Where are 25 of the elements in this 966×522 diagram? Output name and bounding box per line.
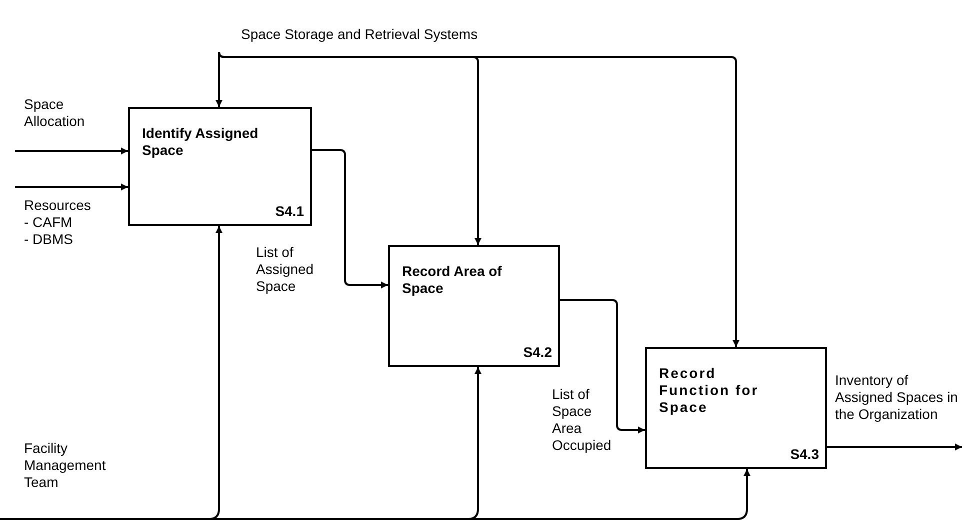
process-box (388, 245, 560, 367)
process-code: S4.2 (523, 344, 552, 361)
arrow (216, 52, 222, 107)
arrow (15, 148, 128, 154)
arrow-label: Facility Management Team (24, 440, 107, 491)
process-code: S4.3 (790, 446, 819, 463)
arrow-label: Resources (24, 197, 91, 214)
arrow (827, 444, 962, 450)
arrow-label: - DBMS (24, 231, 73, 248)
process-box (645, 347, 827, 469)
arrow-label: - CAFM (24, 214, 72, 231)
edge-label: List of Space Area Occupied (552, 386, 612, 454)
process-box (128, 107, 312, 226)
arrow-label: Space Allocation (24, 96, 86, 130)
arrow (560, 299, 645, 434)
arrow (218, 51, 740, 347)
process-title: Record Area of Space (402, 263, 503, 297)
arrow (15, 184, 128, 190)
arrow (312, 149, 388, 288)
process-title: Identify Assigned Space (142, 125, 260, 159)
arrow (0, 469, 750, 520)
process-code: S4.1 (275, 203, 304, 220)
arrow-label: Space Storage and Retrieval Systems (241, 26, 478, 43)
process-title: Record Function for Space (659, 365, 759, 416)
arrow-label: Inventory of Assigned Spaces in the Organization (835, 372, 959, 423)
